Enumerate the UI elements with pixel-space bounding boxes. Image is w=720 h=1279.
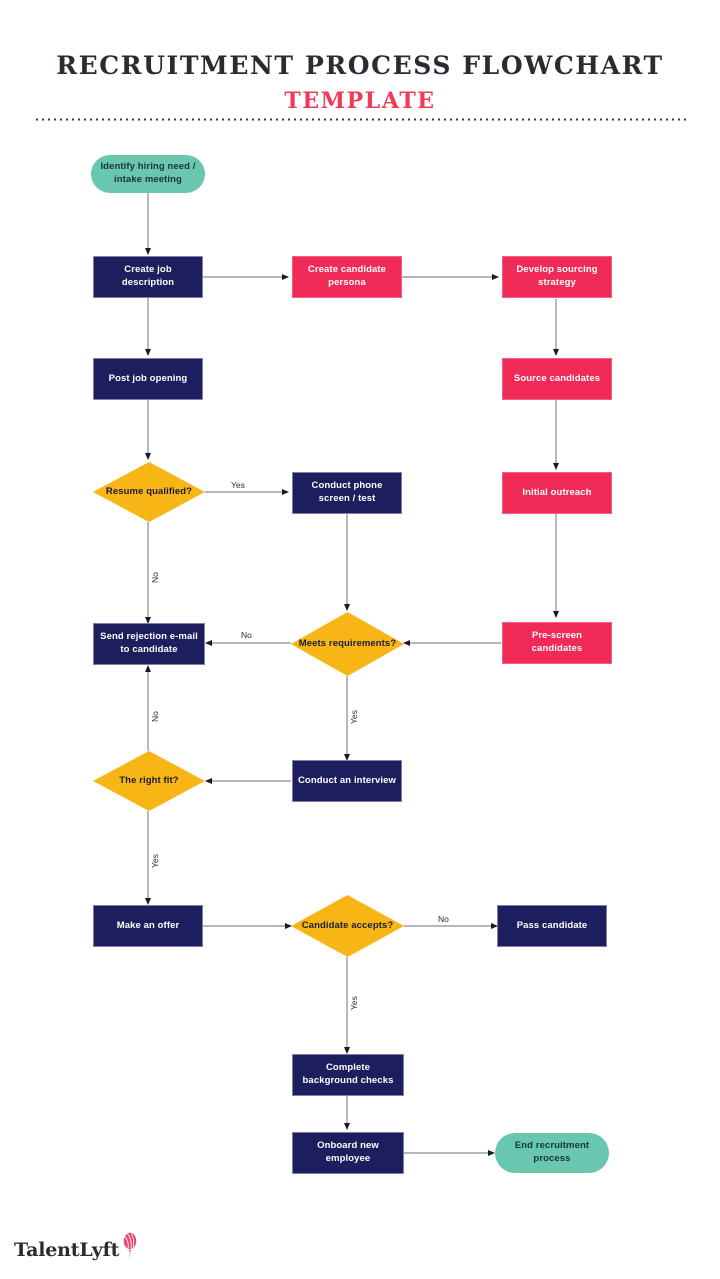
node-label: Send rejection e-mail to candidate: [100, 631, 198, 655]
edge-label-no-candidate-accepts: No: [438, 914, 449, 924]
node-label: Onboard new employee: [317, 1140, 379, 1164]
node-label: Resume qualified?: [105, 485, 193, 497]
node-label: Create job description: [121, 264, 175, 288]
node-meets-requirements-decision[interactable]: Meets requirements?: [291, 612, 404, 676]
page-header: RECRUITMENT PROCESS FLOWCHART TEMPLATE: [0, 52, 720, 113]
edge-label-yes-meets-requirements: Yes: [349, 710, 359, 724]
node-label: Conduct phone screen / test: [311, 480, 383, 504]
brand-logo[interactable]: TalentLyft: [14, 1232, 139, 1261]
node-label: Candidate accepts?: [301, 919, 394, 931]
node-label: Conduct an interview: [297, 774, 397, 786]
node-send-rejection-email[interactable]: Send rejection e-mail to candidate: [93, 623, 205, 665]
node-pre-screen-candidates[interactable]: Pre-screen candidates: [502, 622, 612, 664]
node-label: End recruitment process: [514, 1140, 590, 1164]
node-make-an-offer[interactable]: Make an offer: [93, 905, 203, 947]
node-develop-sourcing-strategy[interactable]: Develop sourcing strategy: [502, 256, 612, 298]
node-label: Pass candidate: [516, 919, 588, 931]
node-label: Make an offer: [116, 919, 180, 931]
edge-label-no-right-fit: No: [150, 711, 160, 722]
brand-name: TalentLyft: [14, 1239, 120, 1261]
node-resume-qualified-decision[interactable]: Resume qualified?: [93, 462, 205, 522]
node-end-recruitment-process[interactable]: End recruitment process: [495, 1133, 609, 1173]
node-complete-background-checks[interactable]: Complete background checks: [292, 1054, 404, 1096]
edge-label-no-meets-requirements: No: [241, 630, 252, 640]
edge-label-yes-resume-qualified: Yes: [231, 480, 245, 490]
node-right-fit-decision[interactable]: The right fit?: [93, 751, 205, 811]
node-label: Identify hiring need / intake meeting: [100, 161, 196, 185]
node-label: Initial outreach: [522, 486, 592, 498]
node-label: Create candidate persona: [307, 264, 387, 288]
balloon-icon: [121, 1232, 139, 1258]
node-label: Pre-screen candidates: [531, 630, 583, 654]
node-post-job-opening[interactable]: Post job opening: [93, 358, 203, 400]
node-create-job-description[interactable]: Create job description: [93, 256, 203, 298]
node-conduct-phone-screen[interactable]: Conduct phone screen / test: [292, 472, 402, 514]
edge-label-yes-right-fit: Yes: [150, 854, 160, 868]
node-label: The right fit?: [119, 774, 179, 786]
node-initial-outreach[interactable]: Initial outreach: [502, 472, 612, 514]
edge-label-no-resume-qualified: No: [150, 572, 160, 583]
node-label: Develop sourcing strategy: [516, 264, 598, 288]
page-title: RECRUITMENT PROCESS FLOWCHART: [56, 51, 664, 80]
node-identify-hiring-need[interactable]: Identify hiring need / intake meeting: [91, 155, 205, 193]
node-candidate-accepts-decision[interactable]: Candidate accepts?: [291, 895, 404, 957]
node-label: Source candidates: [513, 372, 601, 384]
node-source-candidates[interactable]: Source candidates: [502, 358, 612, 400]
node-create-candidate-persona[interactable]: Create candidate persona: [292, 256, 402, 298]
node-pass-candidate[interactable]: Pass candidate: [497, 905, 607, 947]
node-label: Post job opening: [108, 372, 188, 384]
edge-label-yes-candidate-accepts: Yes: [349, 996, 359, 1010]
node-onboard-new-employee[interactable]: Onboard new employee: [292, 1132, 404, 1174]
node-conduct-an-interview[interactable]: Conduct an interview: [292, 760, 402, 802]
node-label: Meets requirements?: [298, 637, 397, 649]
node-label: Complete background checks: [302, 1062, 394, 1086]
page-subtitle: TEMPLATE: [284, 87, 436, 114]
header-divider: [34, 118, 686, 121]
